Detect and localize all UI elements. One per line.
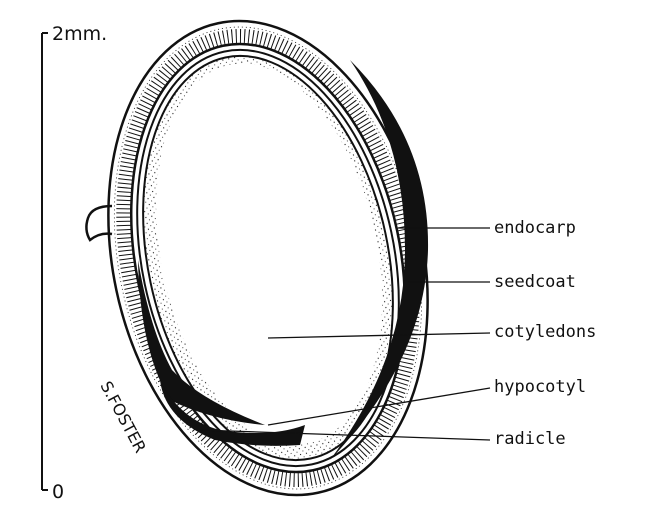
seedcoat-outline [136, 48, 400, 468]
radicle-shape [160, 380, 305, 446]
hilum [85, 204, 113, 242]
seedcoat-dark-band [330, 60, 429, 460]
scale-bar: 2mm. 0 [41, 23, 107, 503]
scale-bottom-label: 0 [52, 481, 64, 503]
cotyledons-area [156, 63, 383, 444]
illustrator-signature: S.FOSTER [96, 378, 149, 456]
label-radicle: radicle [494, 429, 566, 449]
scale-top-label: 2mm. [52, 23, 107, 45]
label-hypocotyl: hypocotyl [494, 377, 586, 397]
leader-lines [199, 227, 491, 441]
label-seedcoat: seedcoat [494, 272, 576, 292]
hypocotyl-shape [138, 260, 265, 425]
seed-section [107, 19, 429, 497]
label-cotyledons: cotyledons [494, 322, 596, 342]
label-endocarp: endocarp [494, 218, 576, 238]
